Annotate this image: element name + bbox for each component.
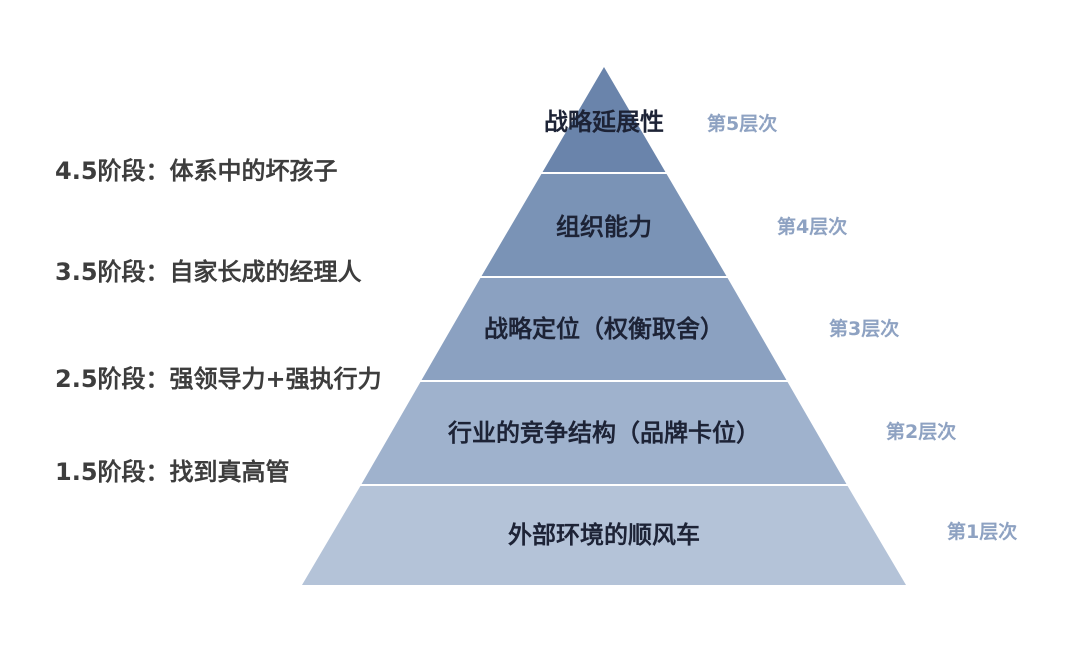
pyramid-tier-2	[361, 381, 847, 485]
tier-label-4: 组织能力	[556, 213, 652, 241]
level-label-2: 第2层次	[886, 420, 956, 443]
stage-label-2-5: 2.5阶段：强领导力+强执行力	[55, 365, 382, 393]
tier-label-1: 外部环境的顺风车	[508, 521, 700, 549]
stage-label-3-5: 3.5阶段：自家长成的经理人	[55, 258, 362, 286]
tier-label-2: 行业的竞争结构（品牌卡位）	[447, 419, 760, 447]
tier-label-3: 战略定位（权衡取舍）	[484, 315, 724, 343]
pyramid-tier-4	[481, 173, 727, 277]
pyramid-tier-5	[542, 67, 666, 173]
level-label-4: 第4层次	[777, 215, 847, 238]
tier-label-5: 战略延展性	[544, 108, 664, 136]
pyramid-tier-1	[302, 485, 906, 585]
level-label-1: 第1层次	[947, 520, 1017, 543]
level-label-3: 第3层次	[829, 317, 899, 340]
stage-label-1-5: 1.5阶段：找到真高管	[55, 458, 290, 486]
level-label-5: 第5层次	[707, 112, 777, 135]
stage-label-4-5: 4.5阶段：体系中的坏孩子	[55, 157, 338, 185]
pyramid-tier-3	[421, 277, 787, 381]
